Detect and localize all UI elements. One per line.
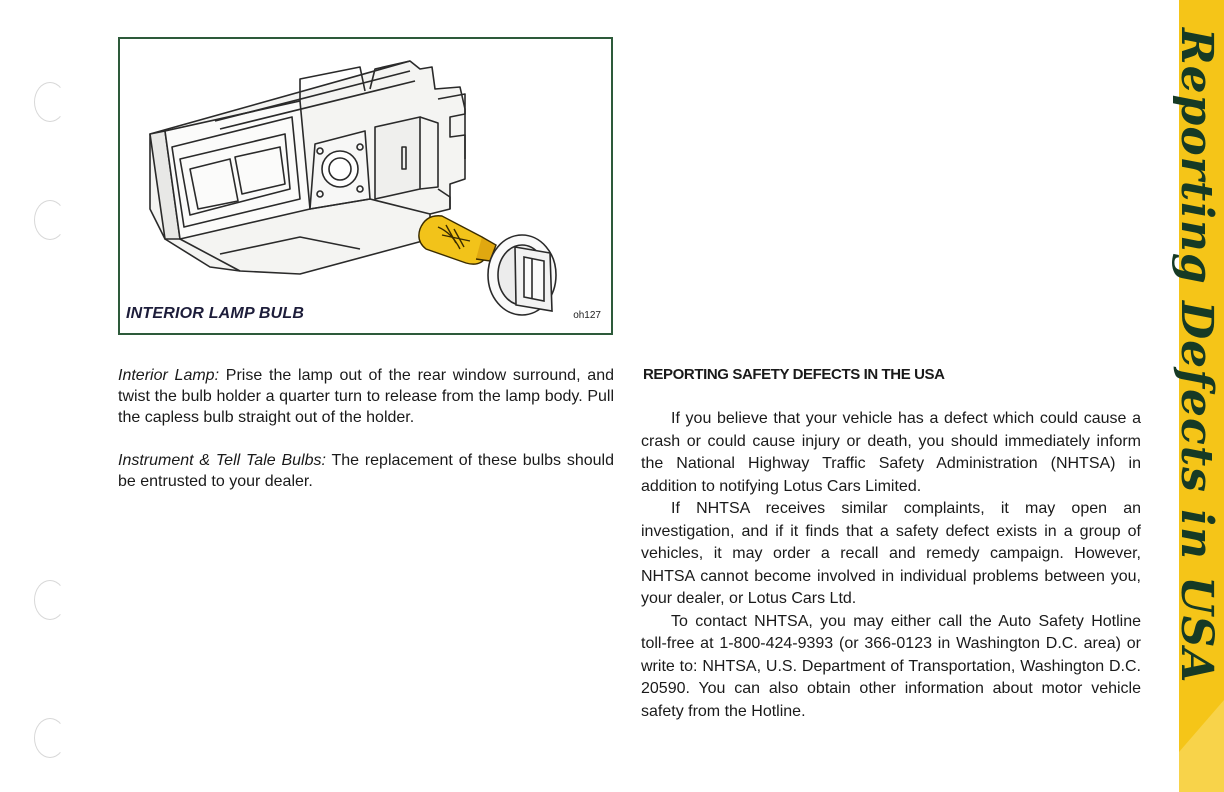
body-paragraph: If you believe that your vehicle has a d… [641, 410, 1141, 495]
punch-hole [34, 82, 66, 122]
figure-caption: INTERIOR LAMP BULB [126, 305, 305, 322]
paragraph-lead: Instrument & Tell Tale Bulbs: [118, 452, 326, 469]
body-paragraph: To contact NHTSA, you may either call th… [641, 612, 1141, 720]
punch-hole [34, 580, 66, 620]
punch-hole [34, 718, 66, 758]
figure-code: oh127 [573, 310, 601, 321]
lamp-bulb-illustration [149, 60, 557, 316]
chapter-tab-title: Reporting Defects in USA [1171, 28, 1222, 684]
chapter-tab [1179, 0, 1224, 792]
interior-lamp-paragraph: Interior Lamp: Prise the lamp out of the… [118, 365, 614, 428]
paragraph-lead: Interior Lamp: [118, 367, 220, 384]
section-heading: REPORTING SAFETY DEFECTS IN THE USA [643, 366, 945, 383]
right-column: If you believe that your vehicle has a d… [641, 408, 1141, 723]
punch-hole [34, 200, 66, 240]
left-column: Interior Lamp: Prise the lamp out of the… [118, 365, 614, 514]
paragraph-body: The replacement of these bulbs should be… [118, 452, 614, 490]
body-paragraph: If NHTSA receives similar complaints, it… [641, 500, 1141, 607]
interior-lamp-figure: INTERIOR LAMP BULB oh127 [118, 37, 613, 335]
instrument-bulbs-paragraph: Instrument & Tell Tale Bulbs: The replac… [118, 450, 614, 492]
paragraph-body: Prise the lamp out of the rear window su… [118, 367, 614, 426]
